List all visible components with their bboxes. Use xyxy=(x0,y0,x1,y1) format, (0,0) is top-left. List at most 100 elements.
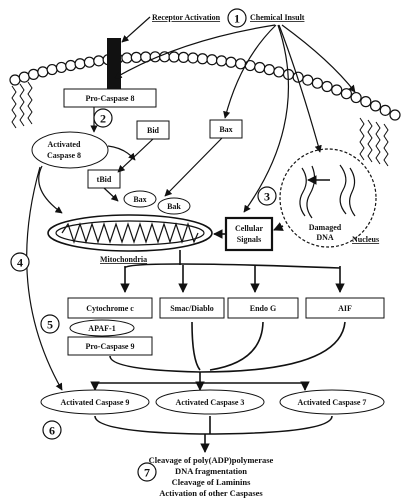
activated-caspase-9-label: Activated Caspase 9 xyxy=(61,398,130,407)
membrane-lipid-head xyxy=(121,52,133,64)
step-5-label: 5 xyxy=(47,318,53,332)
activated-caspase-3-label: Activated Caspase 3 xyxy=(176,398,245,407)
apaf-1-label: APAF-1 xyxy=(88,324,115,333)
membrane-lipid-head xyxy=(340,88,353,100)
mitochondria-inner xyxy=(55,220,205,246)
cytochrome-c-box xyxy=(67,297,153,319)
membrane-lipid-head xyxy=(321,80,333,93)
membrane-lipid-head xyxy=(331,84,343,96)
outcome-parp-cleavage: Cleavage of poly(ADP)polymerase xyxy=(149,455,274,465)
activated-caspase-8-oval xyxy=(31,131,109,169)
cellular-signals-box xyxy=(224,216,274,252)
membrane-lipid-head xyxy=(379,104,391,116)
bak-oval-label: Bak xyxy=(167,202,181,211)
membrane-lipid-tail xyxy=(19,83,25,127)
membrane-lipid-head xyxy=(37,66,49,78)
apaf-1-oval xyxy=(69,319,135,337)
endo-g-box xyxy=(227,297,299,319)
bak-oval xyxy=(157,197,191,215)
membrane-lipid-head xyxy=(18,71,30,83)
tbid-label: tBid xyxy=(97,175,112,184)
nucleus-outline xyxy=(279,148,377,248)
dna-strands-icon xyxy=(299,164,356,219)
outcome-caspase-activation: Activation of other Caspases xyxy=(159,488,263,498)
membrane-lipid-head xyxy=(196,53,209,65)
cellular-signals-label-line1: Cellular xyxy=(235,224,263,233)
step-6-label: 6 xyxy=(49,424,55,438)
outcome-dna-fragmentation: DNA fragmentation xyxy=(175,466,247,476)
membrane-lipid-head xyxy=(65,59,77,72)
chemical-insult-label: Chemical Insult xyxy=(250,13,305,22)
membrane-lipid-head xyxy=(177,51,190,63)
receptor-activation-label: Receptor Activation xyxy=(152,13,221,22)
membrane-lipid-tail xyxy=(375,121,381,165)
activated-caspase-9-oval xyxy=(40,389,150,415)
bid-label: Bid xyxy=(147,126,160,135)
membrane-lipid-tail xyxy=(27,81,33,125)
membrane-lipid-head xyxy=(55,61,68,74)
step-4-label: 4 xyxy=(17,256,23,270)
membrane-lipid-head xyxy=(83,56,96,68)
cytochrome-c-label: Cytochrome c xyxy=(86,304,134,313)
membrane-lipid-head xyxy=(389,109,401,121)
activated-caspase-3-oval xyxy=(155,389,265,415)
membrane-lipid-head xyxy=(74,58,86,70)
membrane-lipid-head xyxy=(46,63,58,76)
smac-diablo-label: Smac/Diablo xyxy=(170,304,214,313)
bax-oval xyxy=(123,190,157,208)
damaged-dna-label-line1: Damaged xyxy=(309,223,342,232)
membrane-lipid-head xyxy=(360,96,372,108)
bax-oval-label: Bax xyxy=(133,195,146,204)
outcome-laminin-cleavage: Cleavage of Laminins xyxy=(172,477,252,487)
step-7-marker xyxy=(137,462,157,482)
membrane-lipid-head xyxy=(130,51,142,63)
membrane-lipid-tail xyxy=(383,123,389,167)
membrane-lipid-head xyxy=(302,74,314,86)
pro-caspase-9-box xyxy=(67,336,153,356)
nucleus-label: Nucleus xyxy=(352,235,379,244)
membrane-lipid-tail xyxy=(11,85,17,129)
membrane-lipid-head xyxy=(225,56,237,68)
bax-box-label: Bax xyxy=(219,125,232,134)
step-2-label: 2 xyxy=(100,112,106,126)
step-3-label: 3 xyxy=(264,190,270,204)
activated-caspase-7-label: Activated Caspase 7 xyxy=(298,398,367,407)
membrane-lipid-head xyxy=(9,74,21,86)
damaged-dna-label-line2: DNA xyxy=(316,233,334,242)
membrane-lipid-head xyxy=(93,55,105,67)
pro-caspase-8-label: Pro-Caspase 8 xyxy=(86,94,135,103)
activated-caspase-7-oval xyxy=(279,389,385,415)
membrane-lipid-head xyxy=(350,91,362,104)
step-4-marker xyxy=(10,252,30,272)
step-5-marker xyxy=(40,314,60,334)
step-2-marker xyxy=(93,108,113,128)
membrane-lipid-head xyxy=(168,51,180,63)
membrane-lipid-head xyxy=(369,100,382,112)
membrane-lipid-head xyxy=(27,68,40,80)
membrane-lipid-head xyxy=(263,64,275,76)
receptor-icon xyxy=(107,38,121,90)
activated-caspase-8-label-line2: Caspase 8 xyxy=(47,151,81,160)
membrane-lipid-head xyxy=(187,52,199,64)
step-7-label: 7 xyxy=(144,466,150,480)
bax-box xyxy=(209,119,243,139)
membrane-lipid-tail xyxy=(367,119,373,163)
membrane-lipid-tail xyxy=(359,117,365,161)
cell-membrane xyxy=(9,51,401,167)
membrane-lipid-head xyxy=(215,55,228,67)
pro-caspase-9-label: Pro-Caspase 9 xyxy=(86,342,135,351)
mitochondria-cristae xyxy=(61,222,199,244)
cellular-signals-label-line2: Signals xyxy=(237,235,261,244)
aif-box xyxy=(305,297,385,319)
membrane-lipid-head xyxy=(311,77,323,89)
step-1-marker xyxy=(227,8,247,28)
pro-caspase-8-box xyxy=(63,88,157,108)
mitochondria-label: Mitochondria xyxy=(100,255,147,264)
mitochondria-outer xyxy=(47,214,213,252)
step-3-marker xyxy=(257,186,277,206)
step-6-marker xyxy=(42,420,62,440)
endo-g-label: Endo G xyxy=(250,304,276,313)
step-1-label: 1 xyxy=(234,12,240,26)
membrane-lipid-head xyxy=(254,61,266,74)
